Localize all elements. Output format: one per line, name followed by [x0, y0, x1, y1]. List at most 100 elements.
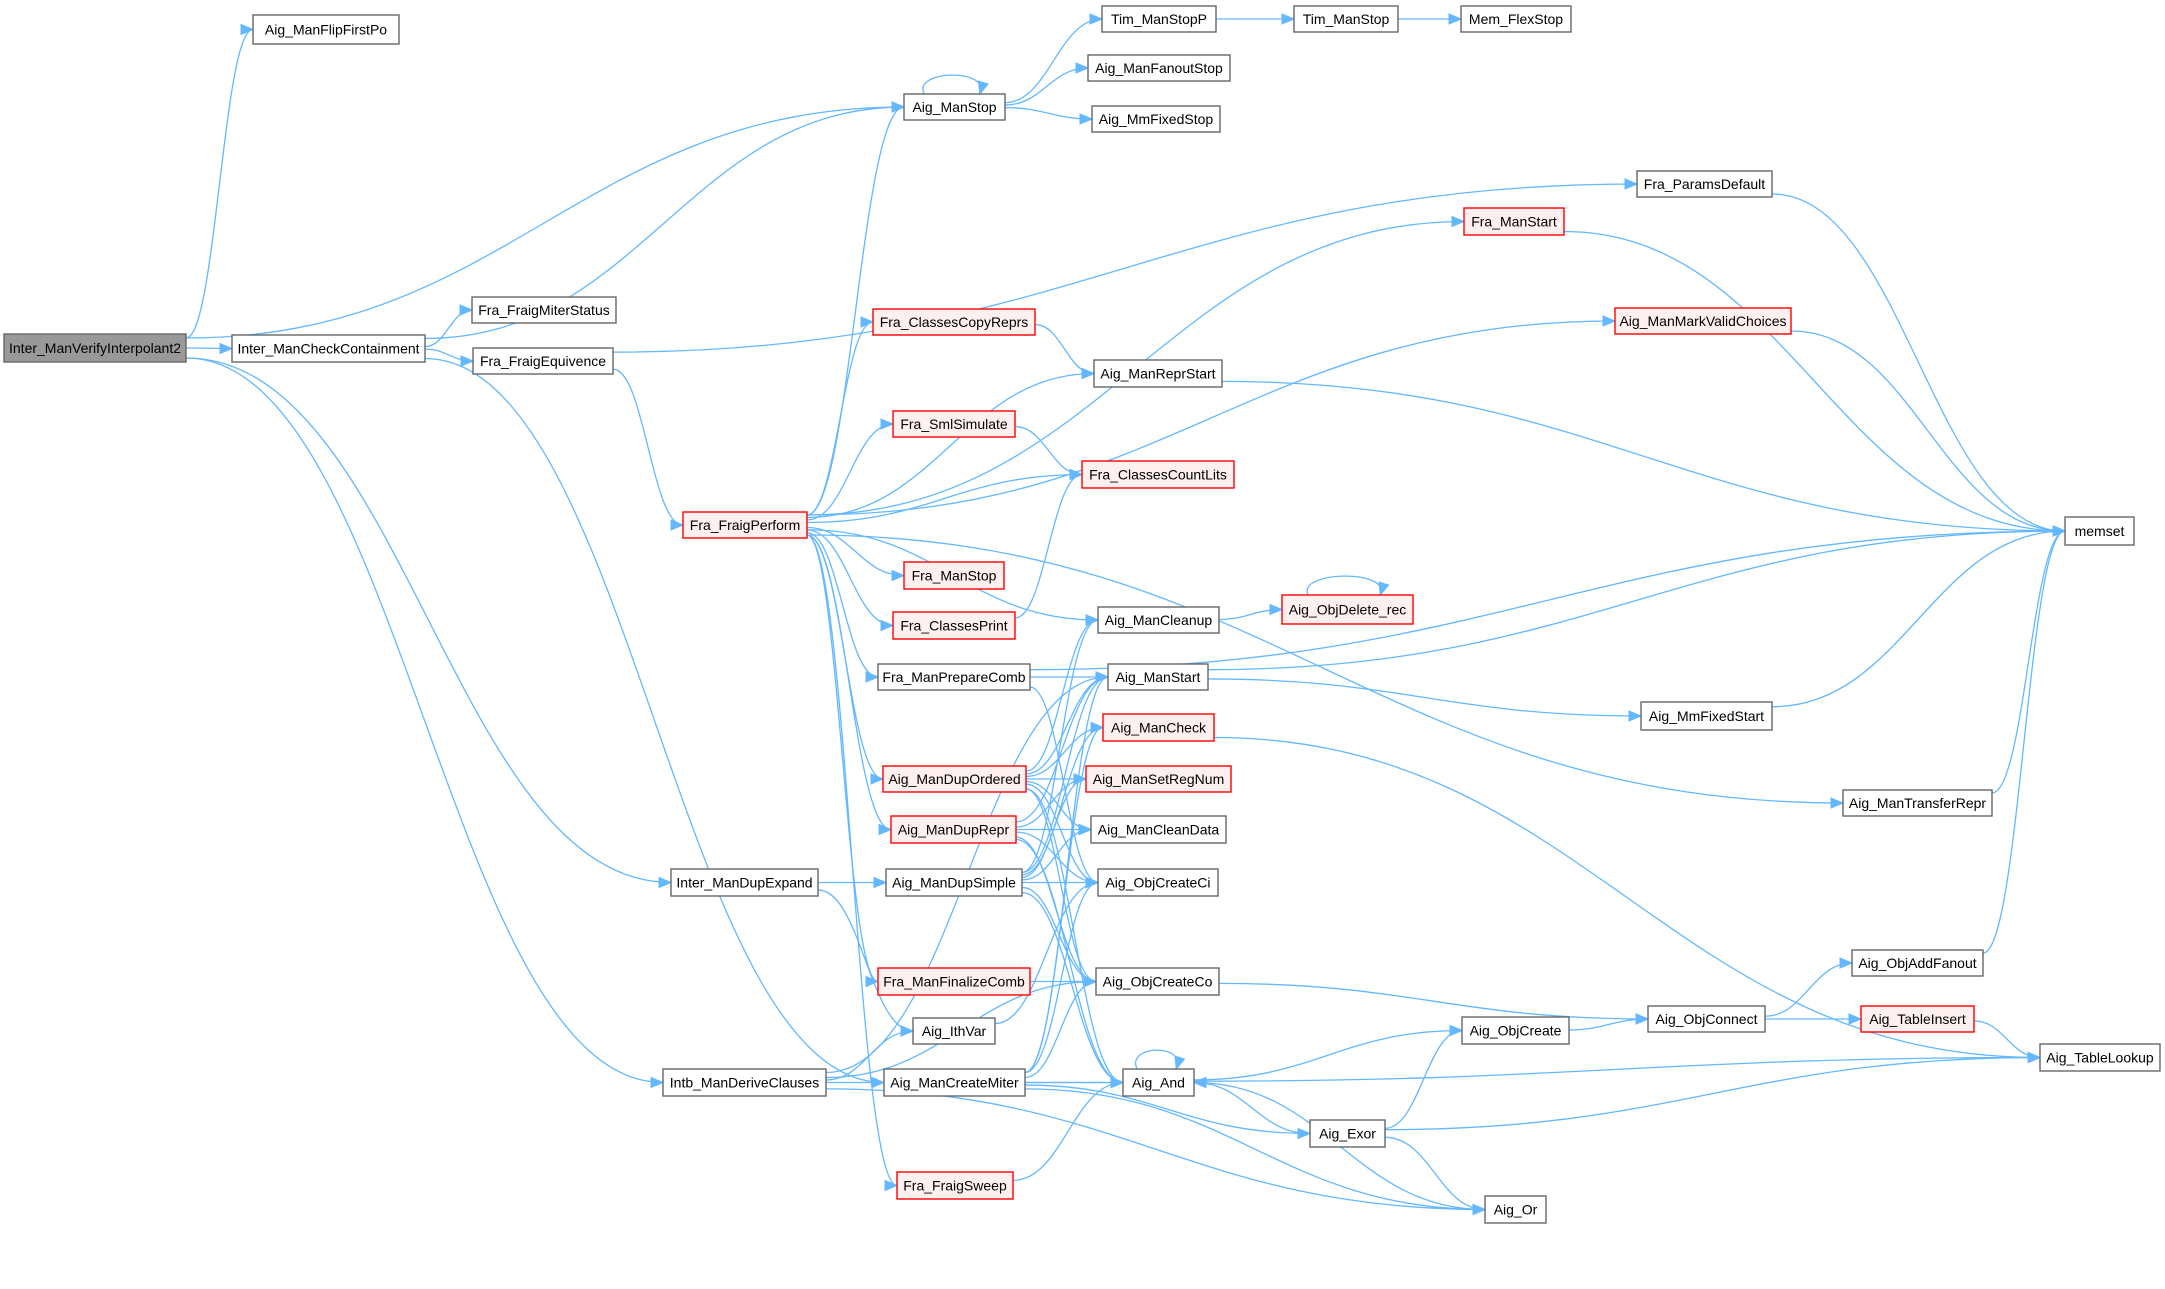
node-aig-mandupordered[interactable]: Aig_ManDupOrdered: [882, 765, 1027, 793]
edge-line: [1221, 380, 2066, 532]
node-inter-mancheckcontainment[interactable]: Inter_ManCheckContainment: [231, 334, 426, 363]
edge-line: [1218, 982, 1649, 1020]
node-aig-manstop[interactable]: Aig_ManStop: [903, 93, 1006, 121]
node-aig-manmarkvalidchoices[interactable]: Aig_ManMarkValidChoices: [1614, 307, 1792, 335]
node-label: Aig_ManMarkValidChoices: [1619, 313, 1786, 329]
edge-fra-fraigperform-to-fra-manstop: [806, 526, 906, 582]
node-aig-manstart[interactable]: Aig_ManStart: [1107, 663, 1209, 691]
node-aig-mandupsimple[interactable]: Aig_ManDupSimple: [885, 868, 1023, 897]
node-label: Fra_SmlSimulate: [900, 416, 1008, 432]
node-fra-fraigequivence[interactable]: Fra_FraigEquivence: [472, 347, 614, 375]
arrow-head-icon: [878, 823, 893, 836]
edge-line: [1024, 881, 1099, 1074]
node-aig-mantransferrepr[interactable]: Aig_ManTransferRepr: [1842, 789, 1993, 817]
node-label: Fra_FraigSweep: [903, 1178, 1007, 1194]
node-aig-mmfixedstop[interactable]: Aig_MmFixedStop: [1091, 105, 1221, 133]
node-fra-classescopyreprs[interactable]: Fra_ClassesCopyReprs: [872, 308, 1036, 336]
arrow-head-icon: [1281, 13, 1296, 25]
node-aig-ithvar[interactable]: Aig_IthVar: [912, 1017, 996, 1045]
node-label: Aig_ManCleanup: [1105, 612, 1213, 628]
node-box: [1636, 170, 1773, 198]
node-box: [877, 967, 1031, 996]
edge-inter-manverifyinterpolant2-to-inter-mandupexpand: [185, 357, 673, 889]
node-box: [892, 611, 1016, 640]
node-label: Inter_ManDupExpand: [676, 875, 812, 891]
node-fra-manfinalizecomb[interactable]: Fra_ManFinalizeComb: [877, 967, 1031, 996]
node-fra-fraigsweep[interactable]: Fra_FraigSweep: [896, 1171, 1014, 1200]
node-fra-paramsdefault[interactable]: Fra_ParamsDefault: [1636, 170, 1773, 198]
edge-line: [1025, 788, 1124, 1084]
node-aig-objcreateco[interactable]: Aig_ObjCreateCo: [1095, 967, 1220, 996]
nodes-layer: Inter_ManVerifyInterpolant2 Aig_ManFlipFi…: [3, 5, 2161, 1224]
node-fra-manpreparecomb[interactable]: Fra_ManPrepareComb: [877, 663, 1031, 691]
node-aig-manflipfirstpo[interactable]: Aig_ManFlipFirstPo: [252, 14, 400, 45]
node-tim-manstopp[interactable]: Tim_ManStopP: [1101, 5, 1217, 33]
node-memset[interactable]: memset: [2064, 516, 2135, 546]
edge-line: [185, 357, 664, 1084]
node-mem-flexstop[interactable]: Mem_FlexStop: [1460, 5, 1572, 33]
node-fra-fraigmiterstatus[interactable]: Fra_FraigMiterStatus: [471, 296, 617, 324]
node-box: [1281, 594, 1414, 625]
node-fra-manstop[interactable]: Fra_ManStop: [903, 561, 1005, 590]
node-aig-objaddfanout[interactable]: Aig_ObjAddFanout: [1851, 949, 1984, 977]
node-aig-or[interactable]: Aig_Or: [1484, 1195, 1547, 1224]
node-fra-classescountlits[interactable]: Fra_ClassesCountLits: [1081, 460, 1235, 489]
node-aig-manfanoutstop[interactable]: Aig_ManFanoutStop: [1087, 54, 1231, 82]
node-fra-smlsimulate[interactable]: Fra_SmlSimulate: [892, 410, 1016, 438]
edge-line: [806, 531, 879, 678]
node-inter-manverifyinterpolant2[interactable]: Inter_ManVerifyInterpolant2: [3, 333, 187, 363]
node-box: [1309, 1119, 1386, 1148]
node-box: [471, 296, 617, 324]
node-label: Aig_ManTransferRepr: [1849, 795, 1987, 811]
node-label: Aig_ManStart: [1116, 669, 1201, 685]
node-aig-objconnect[interactable]: Aig_ObjConnect: [1647, 1005, 1766, 1033]
arrow-head-icon: [1635, 1013, 1650, 1025]
arrow-head-icon: [1451, 215, 1466, 228]
node-label: Aig_ObjAddFanout: [1858, 955, 1976, 971]
node-tim-manstop[interactable]: Tim_ManStop: [1293, 5, 1399, 33]
node-aig-manduprepr[interactable]: Aig_ManDupRepr: [890, 815, 1017, 844]
node-aig-objcreate[interactable]: Aig_ObjCreate: [1461, 1016, 1570, 1045]
node-label: Aig_ManReprStart: [1100, 366, 1215, 382]
node-label: Aig_TableInsert: [1869, 1011, 1966, 1027]
arrow-head-icon: [1448, 13, 1463, 25]
node-aig-tablelookup[interactable]: Aig_TableLookup: [2039, 1043, 2161, 1072]
edge-line: [806, 526, 905, 577]
node-label: Tim_ManStopP: [1111, 11, 1207, 27]
edge-aig-mandupsimple-to-aig-mansetregnum: [1021, 773, 1088, 878]
node-label: Tim_ManStop: [1303, 11, 1390, 27]
node-aig-tableinsert[interactable]: Aig_TableInsert: [1860, 1005, 1975, 1033]
node-aig-mansetregnum[interactable]: Aig_ManSetRegNum: [1085, 765, 1232, 793]
node-aig-mancheck[interactable]: Aig_ManCheck: [1102, 713, 1215, 742]
edge-fra-fraigperform-to-fra-fraigsweep: [806, 534, 899, 1192]
edge-aig-mancreatemiter-to-aig-objcreateci: [1024, 876, 1100, 1074]
edge-fra-classesprint-to-fra-classescountlits: [1014, 468, 1084, 619]
node-fra-classesprint[interactable]: Fra_ClassesPrint: [892, 611, 1016, 640]
edge-aig-tableinsert-to-aig-tablelookup: [1973, 1020, 2042, 1064]
node-aig-objdelete-rec[interactable]: Aig_ObjDelete_rec: [1281, 594, 1414, 625]
node-label: Intb_ManDeriveClauses: [670, 1075, 819, 1091]
node-label: Aig_ObjConnect: [1656, 1011, 1758, 1027]
edge-line: [1771, 193, 2066, 532]
node-inter-mandupexpand[interactable]: Inter_ManDupExpand: [670, 868, 819, 897]
edge-line: [612, 368, 684, 526]
node-aig-manreprstart[interactable]: Aig_ManReprStart: [1093, 359, 1223, 388]
node-aig-exor[interactable]: Aig_Exor: [1309, 1119, 1386, 1148]
node-fra-fraigperform[interactable]: Fra_FraigPerform: [682, 511, 808, 539]
node-aig-objcreateci[interactable]: Aig_ObjCreateCi: [1097, 868, 1219, 897]
node-intb-manderiveclauses[interactable]: Intb_ManDeriveClauses: [662, 1068, 827, 1097]
arrow-head-icon: [1848, 1013, 1863, 1025]
node-box: [1461, 1016, 1570, 1045]
node-aig-and[interactable]: Aig_And: [1122, 1068, 1195, 1097]
node-fra-manstart[interactable]: Fra_ManStart: [1463, 207, 1565, 236]
edge-inter-mancheckcontainment-to-fra-fraigmiterstatus: [424, 304, 474, 348]
node-aig-mancreatemiter[interactable]: Aig_ManCreateMiter: [883, 1068, 1026, 1097]
arrow-head-icon: [1628, 710, 1643, 722]
edge-aig-objconnect-to-aig-tableinsert: [1765, 1013, 1863, 1025]
edge-line: [1771, 530, 2066, 708]
node-aig-mancleandata[interactable]: Aig_ManCleanData: [1090, 815, 1227, 844]
node-aig-mancleanup[interactable]: Aig_ManCleanup: [1097, 606, 1220, 634]
node-aig-mmfixedstart[interactable]: Aig_MmFixedStart: [1640, 701, 1773, 731]
node-box: [1090, 815, 1227, 844]
